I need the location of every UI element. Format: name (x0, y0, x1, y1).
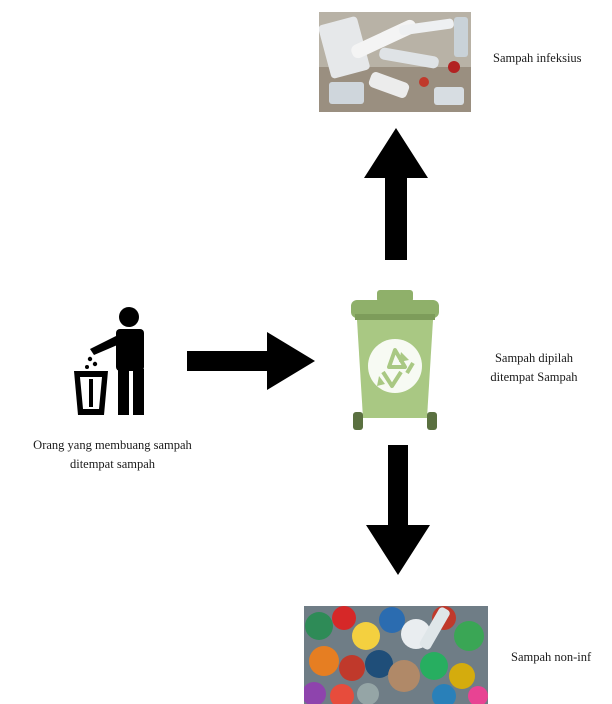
infectious-waste-photo (319, 12, 471, 112)
arrow-up-icon (364, 128, 428, 260)
person-throwing-trash-icon (72, 303, 156, 417)
person-label-line2: ditempat sampah (69, 457, 156, 471)
sorted-label-line1: Sampah dipilah (494, 351, 574, 365)
arrow-down-icon (366, 445, 430, 575)
infectious-label: Sampah infeksius (493, 51, 582, 65)
non-infectious-waste-photo (304, 606, 488, 704)
arrow-right-icon (187, 332, 315, 390)
recycle-bin-icon (349, 290, 441, 432)
non-infectious-label: Sampah non-inf (511, 650, 592, 664)
person-label-line1: Orang yang membuang sampah (33, 438, 192, 452)
sorted-label-line2: ditempat Sampah (490, 370, 578, 384)
